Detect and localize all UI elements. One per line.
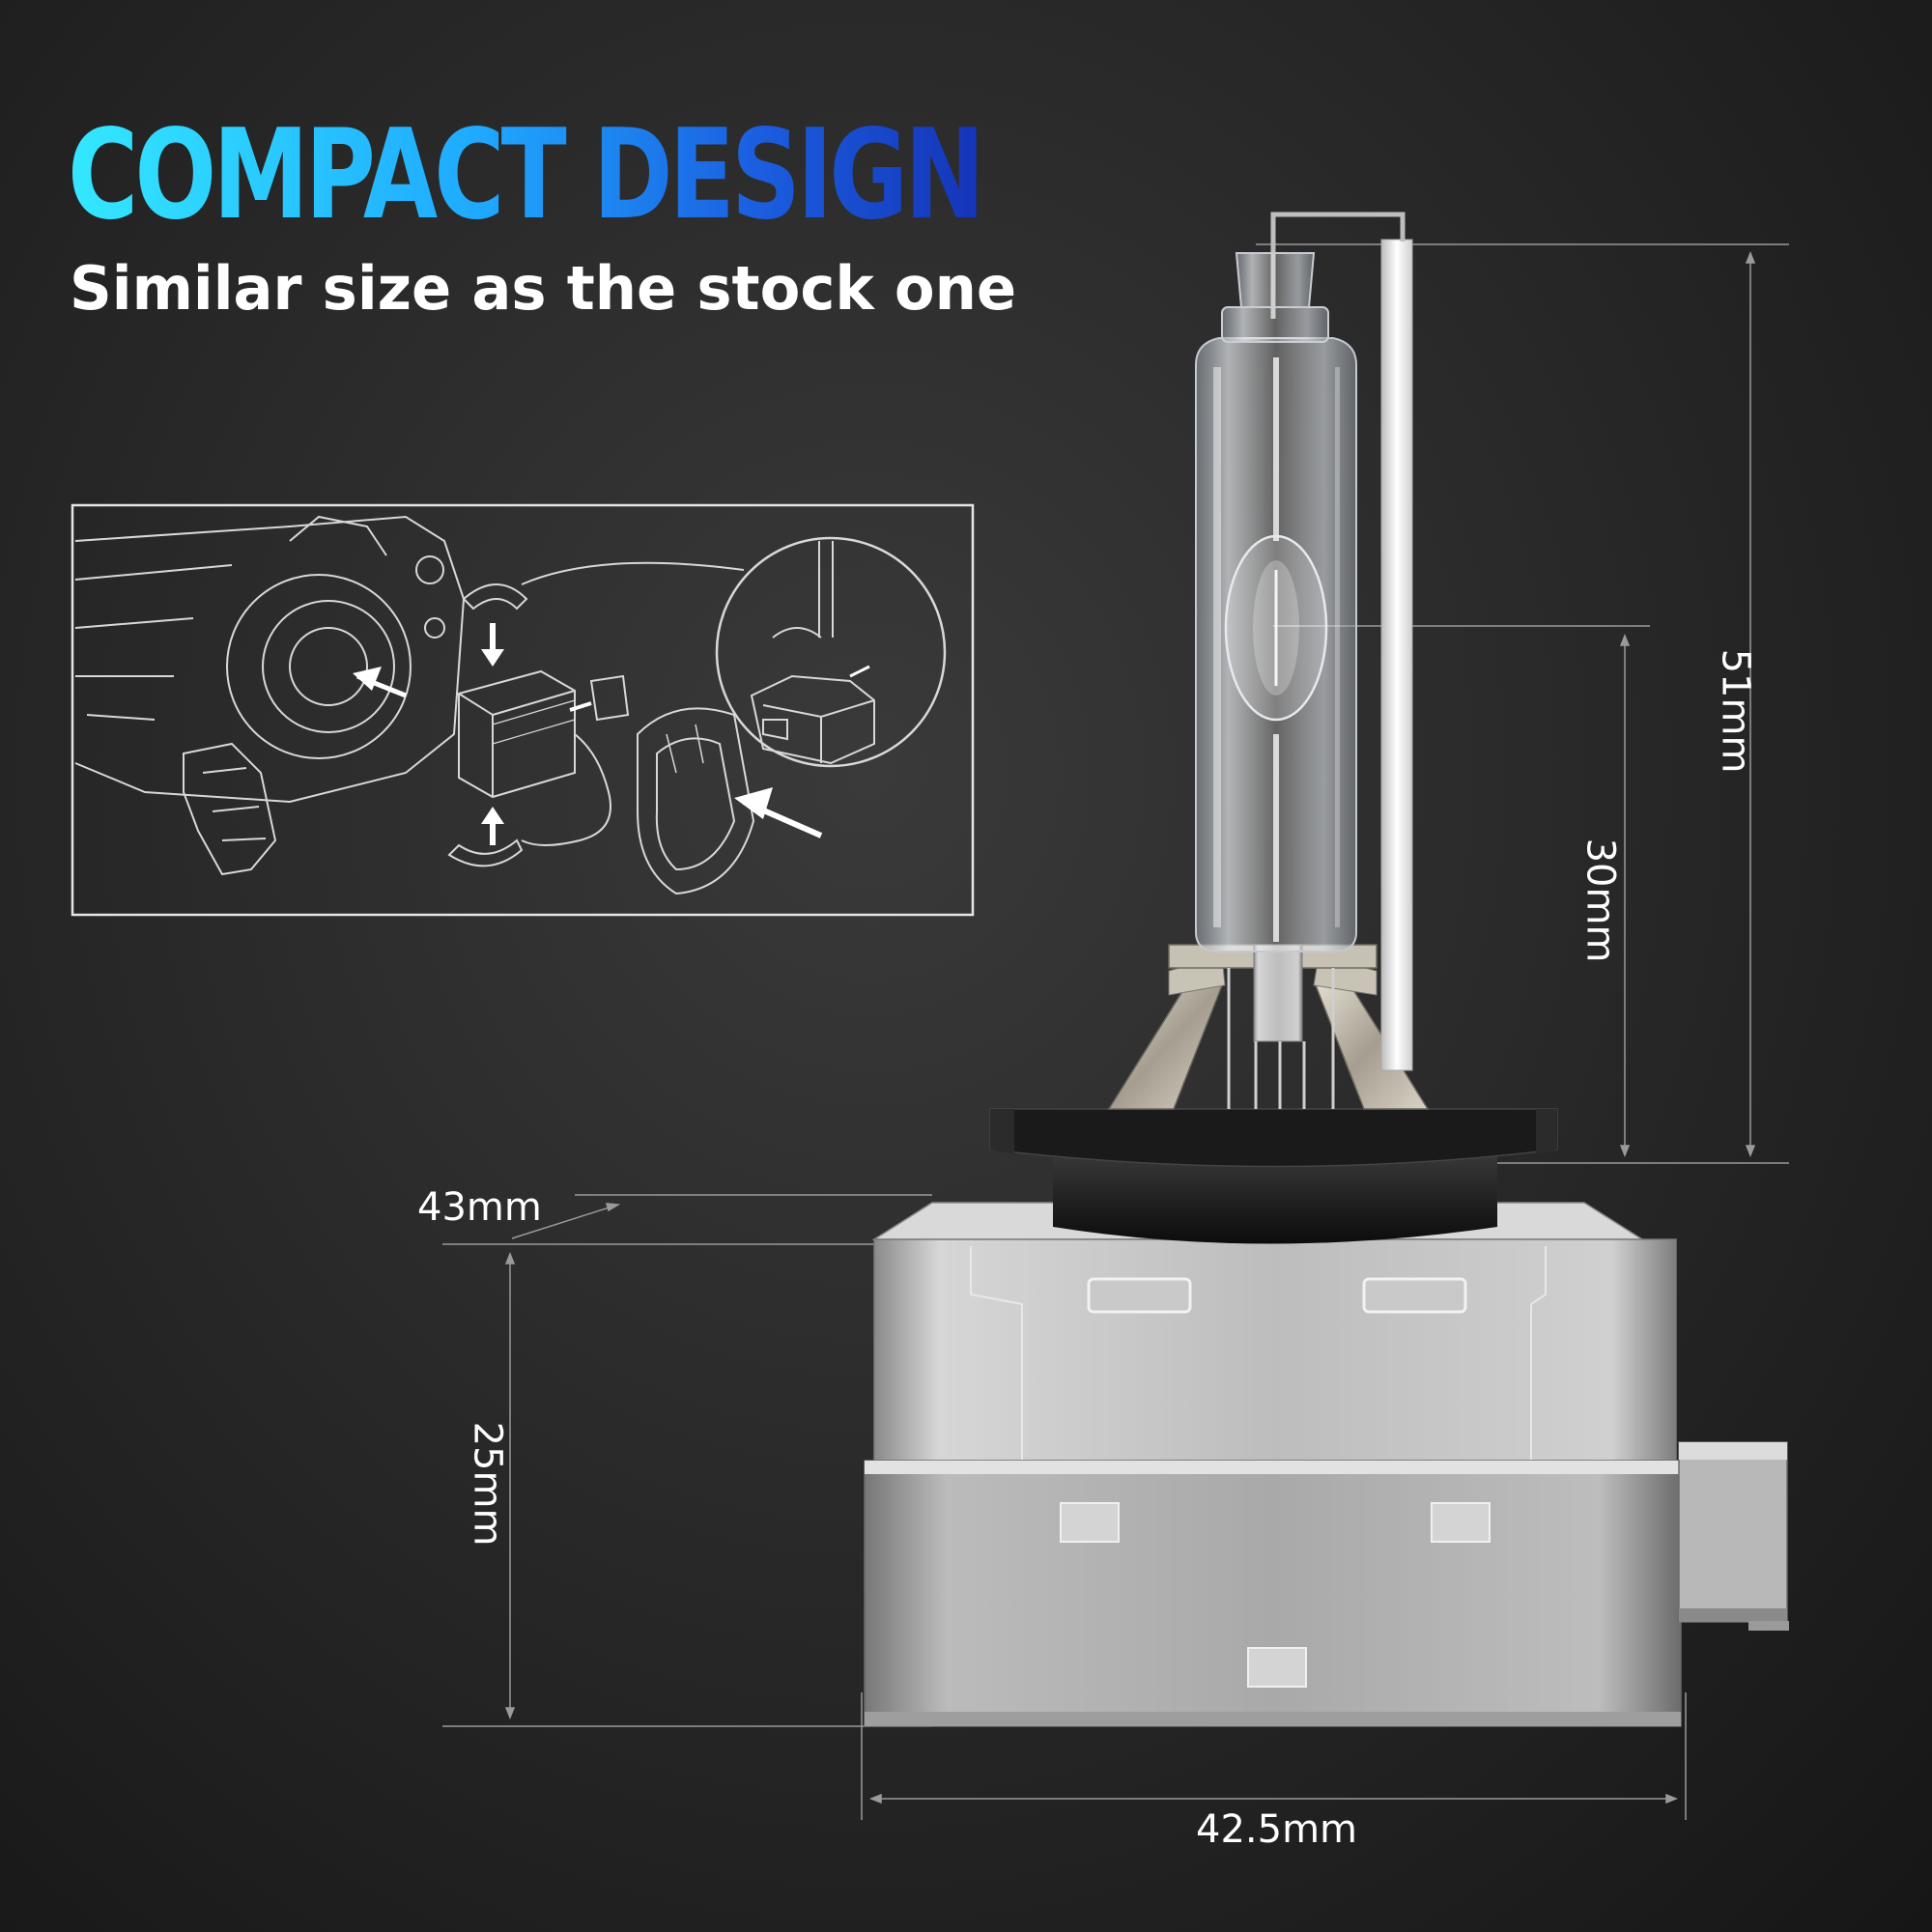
subheadline: Similar size as the stock one	[70, 253, 1017, 324]
base-height-label: 25mm	[465, 1421, 510, 1547]
arc-height-label: 30mm	[1577, 838, 1623, 963]
total-height-label: 51mm	[1713, 648, 1758, 774]
installation-diagram	[71, 503, 975, 917]
depth-label: 43mm	[417, 1185, 542, 1230]
base-width-label: 42.5mm	[1196, 1807, 1357, 1852]
diagram-frame	[71, 503, 975, 917]
xenon-bulb	[864, 212, 1789, 1727]
headline: COMPACT DESIGN	[68, 103, 985, 247]
